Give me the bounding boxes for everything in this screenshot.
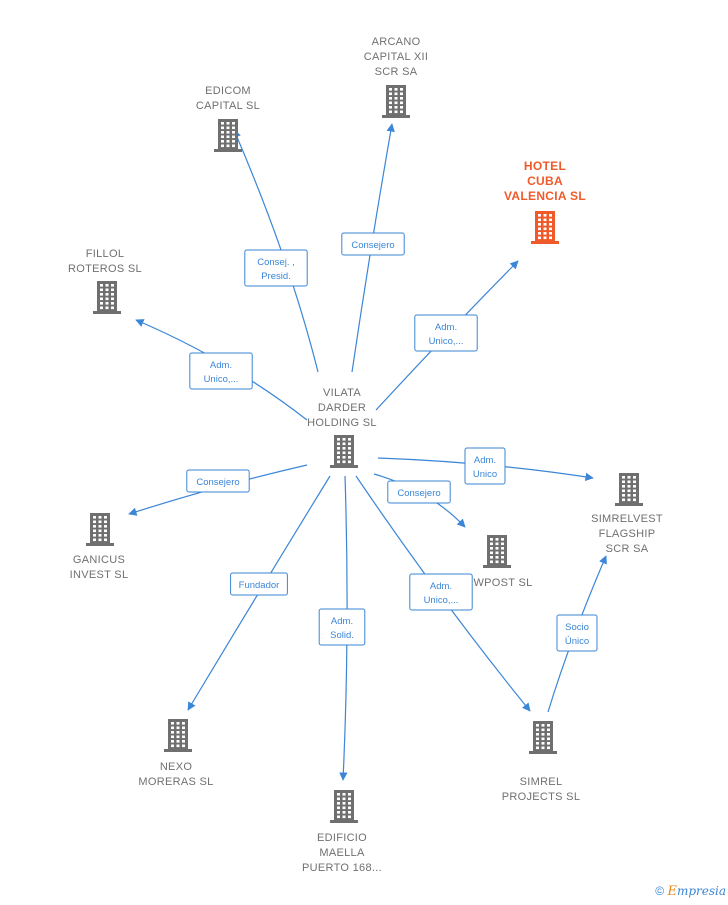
edge-label-vilata-simrelvest[interactable]: Adm. Unico (464, 447, 506, 485)
node-label: MORERAS SL (138, 776, 213, 788)
edge-label-box (230, 572, 288, 596)
edge-label-vilata-edificio[interactable]: Adm. Solid. (318, 608, 366, 646)
edge-label-text: Socio (565, 622, 589, 633)
edge-label-text: Unico,... (424, 595, 459, 606)
node-label: CAPITAL SL (196, 100, 260, 112)
nodes-layer: VILATA DARDER HOLDING SL ARCANO CAPITAL XII S… (68, 36, 663, 874)
building-icon (483, 535, 511, 568)
edges-layer (128, 123, 607, 781)
edge-label-text: Adm. (210, 360, 232, 371)
building-icon (382, 85, 410, 118)
edge-label-box (244, 249, 308, 287)
building-icon (529, 721, 557, 754)
node-label: VALENCIA SL (504, 189, 586, 203)
edge-label-text: Unico (473, 469, 497, 480)
node-label: ARCANO (372, 36, 421, 48)
node-label: VILATA (323, 387, 361, 399)
edge-label-text: Consej. , (257, 257, 295, 268)
edge-label-text: Adm. (430, 581, 452, 592)
copyright-symbol: © (655, 884, 665, 898)
edge-label-box (464, 447, 506, 485)
edge-label-vilata-nexo[interactable]: Fundador (230, 572, 288, 596)
node-label: PUERTO 168... (302, 862, 382, 874)
node-label: FILLOL (86, 248, 125, 260)
node-label: HOLDING SL (307, 417, 377, 429)
building-icon (164, 719, 192, 752)
edge-label-text: Consejero (196, 477, 239, 488)
node-label: SIMRELVEST (591, 513, 663, 525)
brand-footer[interactable]: © Empresia (655, 884, 726, 899)
node-label: SCR SA (375, 66, 418, 78)
edge-label-text: Adm. (331, 616, 353, 627)
edge-label-box (189, 352, 253, 390)
edge-label-vilata-fillol[interactable]: Adm. Unico,... (189, 352, 253, 390)
building-icon (531, 211, 559, 244)
edge-label-text: Fundador (239, 580, 280, 591)
building-icon (615, 473, 643, 506)
node-label: INVEST SL (70, 569, 129, 581)
node-wpost[interactable]: WPOST SL (473, 535, 532, 589)
node-vilata[interactable]: VILATA DARDER HOLDING SL (307, 387, 377, 468)
edge-label-vilata-ganicus[interactable]: Consejero (186, 469, 250, 493)
building-icon (330, 790, 358, 823)
edge-label-vilata-hotel[interactable]: Adm. Unico,... (414, 314, 478, 352)
edge-label-box (341, 232, 405, 256)
edge-label-vilata-wpost[interactable]: Consejero (387, 480, 451, 504)
edge-label-text: Solid. (330, 630, 354, 641)
node-label: FLAGSHIP (599, 528, 656, 540)
edge-label-vilata-arcano[interactable]: Consejero (341, 232, 405, 256)
edge-label-box (318, 608, 366, 646)
node-label: EDIFICIO (317, 832, 367, 844)
edge-label-box (414, 314, 478, 352)
brand-logo-text: mpresia (676, 884, 726, 898)
node-simrelvest[interactable]: SIMRELVEST FLAGSHIP SCR SA (591, 473, 663, 555)
edge-label-text: Adm. (474, 455, 496, 466)
node-arcano[interactable]: ARCANO CAPITAL XII SCR SA (364, 36, 428, 118)
edge-label-text: Consejero (351, 240, 394, 251)
edge-label-text: Único (565, 636, 589, 647)
edge-label-vilata-simrel[interactable]: Adm. Unico,... (409, 573, 473, 611)
edge-label-text: Presid. (261, 271, 291, 282)
edge-label-box (556, 614, 598, 652)
node-ganicus[interactable]: GANICUS INVEST SL (70, 513, 129, 581)
node-label: NEXO (160, 761, 193, 773)
edge-label-box (409, 573, 473, 611)
brand-logo-initial: E (667, 884, 677, 899)
node-label: CUBA (527, 174, 563, 188)
edge-label-text: Unico,... (204, 374, 239, 385)
node-label: CAPITAL XII (364, 51, 428, 63)
node-label: SIMREL (520, 776, 563, 788)
node-edicom[interactable]: EDICOM CAPITAL SL (196, 85, 260, 152)
edge-label-box (186, 469, 250, 493)
node-label: EDICOM (205, 85, 251, 97)
node-label: DARDER (318, 402, 366, 414)
node-label: SCR SA (606, 543, 649, 555)
edge-label-text: Unico,... (429, 336, 464, 347)
edge-label-text: Consejero (397, 488, 440, 499)
edge-label-text: Adm. (435, 322, 457, 333)
edge-label-box (387, 480, 451, 504)
building-icon (214, 119, 242, 152)
node-label: PROJECTS SL (502, 791, 581, 803)
node-label: MAELLA (319, 847, 365, 859)
node-edificio[interactable]: EDIFICIO MAELLA PUERTO 168... (302, 790, 382, 874)
node-label: ROTEROS SL (68, 263, 142, 275)
node-label: HOTEL (524, 159, 566, 173)
node-label: GANICUS (73, 554, 125, 566)
node-label: WPOST SL (473, 577, 532, 589)
building-icon (93, 281, 121, 314)
node-fillol[interactable]: FILLOL ROTEROS SL (68, 248, 142, 314)
node-nexo[interactable]: NEXO MORERAS SL (138, 719, 213, 788)
building-icon (330, 435, 358, 468)
building-icon (86, 513, 114, 546)
node-simrel[interactable]: SIMREL PROJECTS SL (502, 721, 581, 803)
edge-label-vilata-edicom[interactable]: Consej. , Presid. (244, 249, 308, 287)
